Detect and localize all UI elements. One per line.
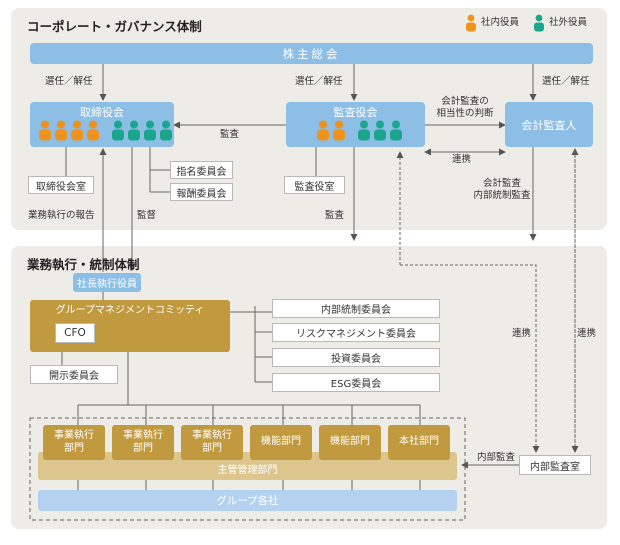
- internal-audit-office: 内部監査室: [519, 455, 591, 475]
- person-icon: [55, 120, 67, 141]
- board-members: [38, 120, 174, 141]
- person-icon: [128, 120, 140, 141]
- appropriateness-label: 会計監査の 相当性の判断: [436, 96, 494, 119]
- cooperation-label-auditor: 連携: [452, 154, 472, 165]
- person-icon: [390, 120, 402, 141]
- business-unit-1: 事業執行 部門: [43, 425, 105, 460]
- board-title: 取締役会: [80, 106, 124, 119]
- compensation-committee: 報酬委員会: [170, 183, 233, 201]
- audit-label-board: 監査: [220, 129, 240, 140]
- supervision-label: 監督: [137, 210, 157, 221]
- person-icon: [160, 120, 172, 141]
- person-icon: [534, 14, 544, 32]
- gmc-title: グループマネジメントコミッティ: [55, 305, 205, 316]
- legend-internal: 社内役員: [465, 14, 519, 32]
- person-icon: [87, 120, 99, 141]
- elect-label-audit: 選任／解任: [295, 76, 343, 87]
- function-unit-1: 機能部門: [250, 425, 312, 460]
- president: 社長執行役員: [73, 273, 141, 292]
- audit-board-title: 監査役会: [333, 106, 378, 119]
- audit-board: 監査役会: [286, 102, 425, 147]
- shareholders-meeting: 株主総会: [30, 43, 593, 64]
- cooperation-label-right: 連携: [577, 328, 597, 339]
- headquarters-unit: 本社部門: [388, 425, 450, 460]
- elect-label-auditor: 選任／解任: [542, 76, 590, 87]
- cooperation-label-left: 連携: [512, 328, 532, 339]
- risk-management-committee: リスクマネジメント委員会: [272, 323, 440, 342]
- esg-committee: ESG委員会: [272, 373, 440, 392]
- person-icon: [39, 120, 51, 141]
- business-unit-3: 事業執行 部門: [181, 425, 243, 460]
- management-label: 主管管理部門: [217, 465, 278, 476]
- person-icon: [144, 120, 156, 141]
- execution-title: 業務執行・統制体制: [27, 257, 140, 272]
- person-icon: [466, 14, 476, 32]
- accounting-audit-label: 会計監査 内部統制監査: [473, 178, 531, 201]
- person-icon: [71, 120, 83, 141]
- elect-label-board: 選任／解任: [45, 76, 93, 87]
- board-office: 取締役会室: [28, 176, 94, 194]
- governance-title: コーポレート・ガバナンス体制: [27, 19, 202, 34]
- person-icon: [112, 120, 124, 141]
- cfo-box: CFO: [55, 323, 95, 343]
- person-icon: [317, 120, 329, 141]
- report-label: 業務執行の報告: [28, 210, 95, 221]
- internal-audit-label: 内部監査: [477, 452, 516, 463]
- audit-office: 監査役室: [284, 176, 345, 194]
- audit-label-execution: 監査: [325, 210, 345, 221]
- group-companies: グループ各社: [38, 490, 457, 511]
- audit-board-members: [316, 120, 404, 141]
- disclosure-committee: 開示委員会: [30, 365, 118, 384]
- management-band: [38, 452, 457, 480]
- investment-committee: 投資委員会: [272, 348, 440, 367]
- person-icon: [333, 120, 345, 141]
- internal-control-committee: 内部統制委員会: [272, 299, 440, 318]
- function-unit-2: 機能部門: [319, 425, 381, 460]
- nomination-committee: 指名委員会: [170, 161, 233, 179]
- board-of-directors: 取締役会: [30, 102, 174, 147]
- business-unit-2: 事業執行 部門: [112, 425, 174, 460]
- person-icon: [374, 120, 386, 141]
- person-icon: [358, 120, 370, 141]
- accounting-auditor: 会計監査人: [505, 102, 593, 147]
- legend-external: 社外役員: [533, 14, 587, 32]
